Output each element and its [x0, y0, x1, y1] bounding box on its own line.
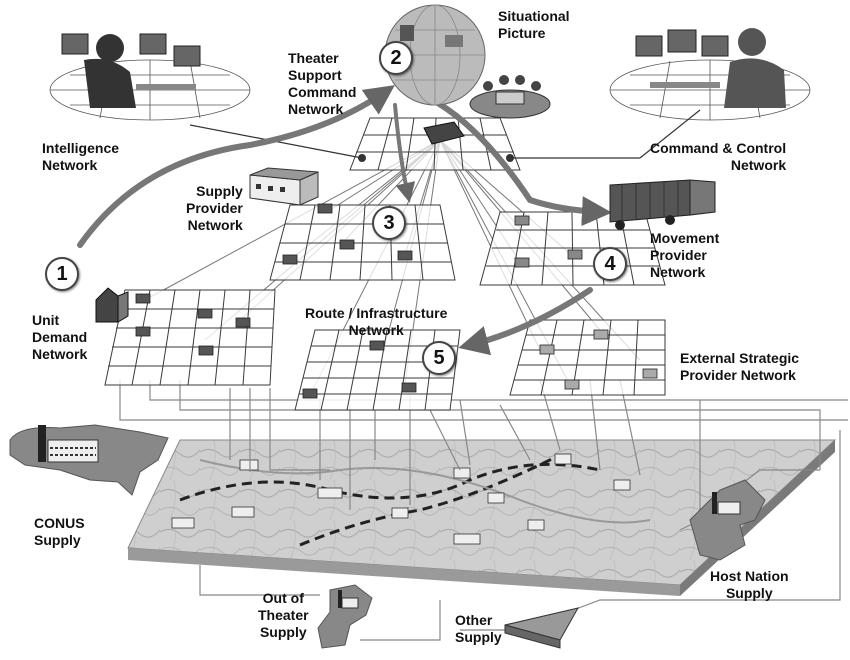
step-3-marker: 3	[372, 206, 406, 240]
route-infrastructure-label: Route / Infrastructure Network	[305, 305, 447, 339]
supply-provider-label: Supply Provider Network	[186, 183, 243, 234]
situational-picture-label: Situational Picture	[498, 8, 570, 42]
house-icon	[96, 288, 128, 322]
host-nation-supply-label: Host Nation Supply	[710, 568, 789, 602]
command-control-label: Command & Control Network	[650, 140, 786, 174]
step-4-marker: 4	[593, 247, 627, 281]
movement-provider-label: Movement Provider Network	[650, 230, 719, 281]
conus-map	[10, 425, 168, 495]
theater-support-label: Theater Support Command Network	[288, 50, 356, 118]
step-5-marker: 5	[422, 341, 456, 375]
out-of-theater-supply-label: Out of Theater Supply	[258, 590, 309, 641]
external-strategic-label: External Strategic Provider Network	[680, 350, 799, 384]
unit-demand-label: Unit Demand Network	[32, 312, 87, 363]
step-2-marker: 2	[379, 41, 413, 75]
grid-external-strategic	[510, 320, 665, 395]
conference-table-icon	[470, 75, 550, 118]
grid-unit-demand	[105, 290, 275, 385]
step-1-marker: 1	[45, 257, 79, 291]
grid-supply-provider	[270, 205, 455, 280]
warehouse-icon	[250, 168, 318, 205]
intelligence-network-label: Intelligence Network	[42, 140, 119, 174]
out-of-theater-map	[318, 585, 372, 648]
other-supply-shape	[505, 608, 578, 648]
other-supply-label: Other Supply	[455, 612, 502, 646]
conus-supply-label: CONUS Supply	[34, 515, 85, 549]
grid-movement-provider	[480, 212, 665, 285]
